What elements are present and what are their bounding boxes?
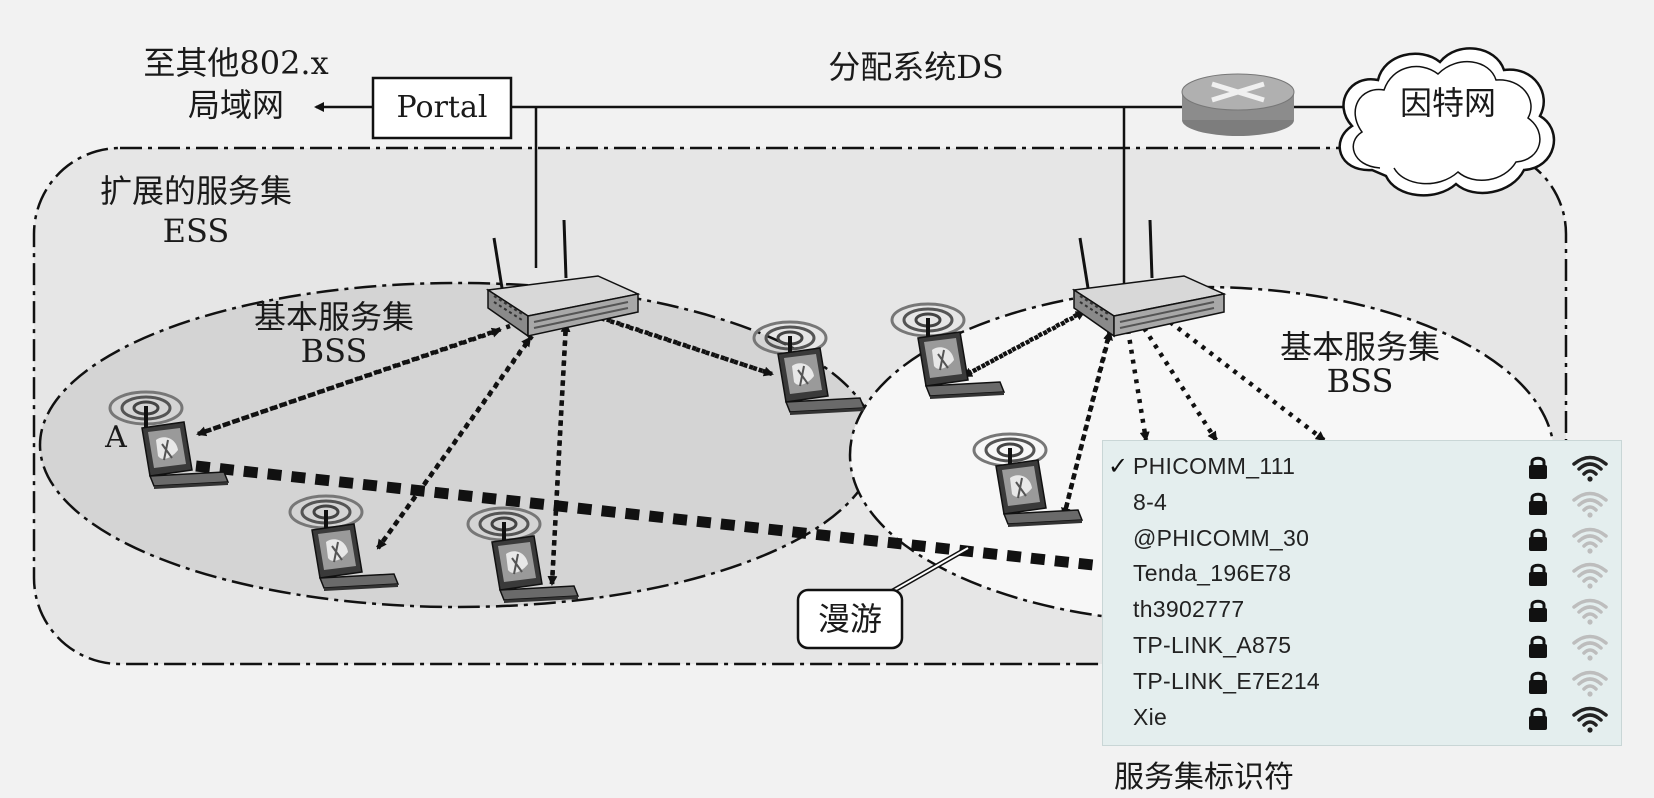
ssid-name: Tenda_196E78 [1133, 560, 1292, 587]
lock-icon [1529, 671, 1547, 694]
wifi-network-row[interactable]: Xie [1103, 700, 1621, 735]
lock-icon [1529, 456, 1547, 479]
wifi-network-row[interactable]: th3902777 [1103, 592, 1621, 627]
bss-right-label-line1: 基本服务集 [1280, 328, 1440, 366]
ssid-name: th3902777 [1133, 596, 1245, 623]
station-a-label: A [104, 420, 127, 455]
bss-right-label-line2: BSS [1327, 362, 1394, 400]
ess-label-line1: 扩展的服务集 [100, 172, 292, 210]
ssid-name: TP-LINK_E7E214 [1133, 667, 1321, 694]
wifi-signal-icon [1572, 455, 1608, 482]
other-lan-label-line1: 至其他802.x [143, 44, 328, 82]
ssid-name: 8-4 [1133, 488, 1168, 515]
wifi-signal-icon [1572, 598, 1608, 625]
roaming-label: 漫游 [818, 600, 882, 638]
portal-label: Portal [397, 90, 488, 125]
roaming-callout-box [796, 588, 904, 650]
wifi-signal-icon [1572, 527, 1608, 554]
bss-left-label-line2: BSS [301, 332, 368, 370]
lock-icon [1529, 707, 1547, 730]
ssid-name: Xie [1133, 703, 1168, 730]
wifi-signal-icon [1572, 563, 1608, 589]
roaming-path [195, 460, 1103, 572]
lock-icon [1529, 635, 1547, 658]
lock-icon [1529, 492, 1547, 515]
lock-icon [1529, 528, 1547, 551]
ess-label-line2: ESS [163, 212, 230, 250]
wireless-links-left [196, 309, 774, 586]
wireless-links-right [962, 308, 1326, 518]
wifi-network-row[interactable]: Tenda_196E78 [1103, 556, 1621, 591]
ssid-panel-caption: 服务集标识符 [1114, 760, 1294, 795]
ssid-name: @PHICOMM_30 [1133, 524, 1310, 551]
internet-label: 因特网 [1400, 84, 1496, 122]
portal-box [371, 76, 513, 140]
wifi-signal-icon [1572, 706, 1608, 733]
lock-icon [1529, 564, 1547, 587]
router-icon [1181, 73, 1295, 136]
other-lan-label-line2: 局域网 [188, 86, 284, 124]
ssid-name: TP-LINK_A875 [1133, 632, 1292, 658]
connected-check-icon: ✓ [1107, 453, 1129, 480]
wifi-signal-icon [1572, 491, 1608, 518]
wifi-network-row[interactable]: 8-4 [1103, 485, 1621, 520]
wifi-signal-icon [1572, 634, 1608, 661]
wifi-network-row[interactable]: TP-LINK_E7E214 [1103, 664, 1621, 699]
ds-label: 分配系统DS [828, 48, 1004, 86]
wifi-network-row[interactable]: ✓PHICOMM_111 [1103, 449, 1621, 484]
wifi-network-row[interactable]: @PHICOMM_30 [1103, 521, 1621, 556]
internet-cloud-icon [1338, 47, 1556, 197]
bss-left-label-line1: 基本服务集 [254, 298, 414, 336]
wifi-network-row[interactable]: TP-LINK_A875 [1103, 628, 1621, 663]
ssid-name: PHICOMM_111 [1133, 453, 1296, 479]
lock-icon [1529, 599, 1547, 623]
wifi-signal-icon [1572, 670, 1608, 697]
